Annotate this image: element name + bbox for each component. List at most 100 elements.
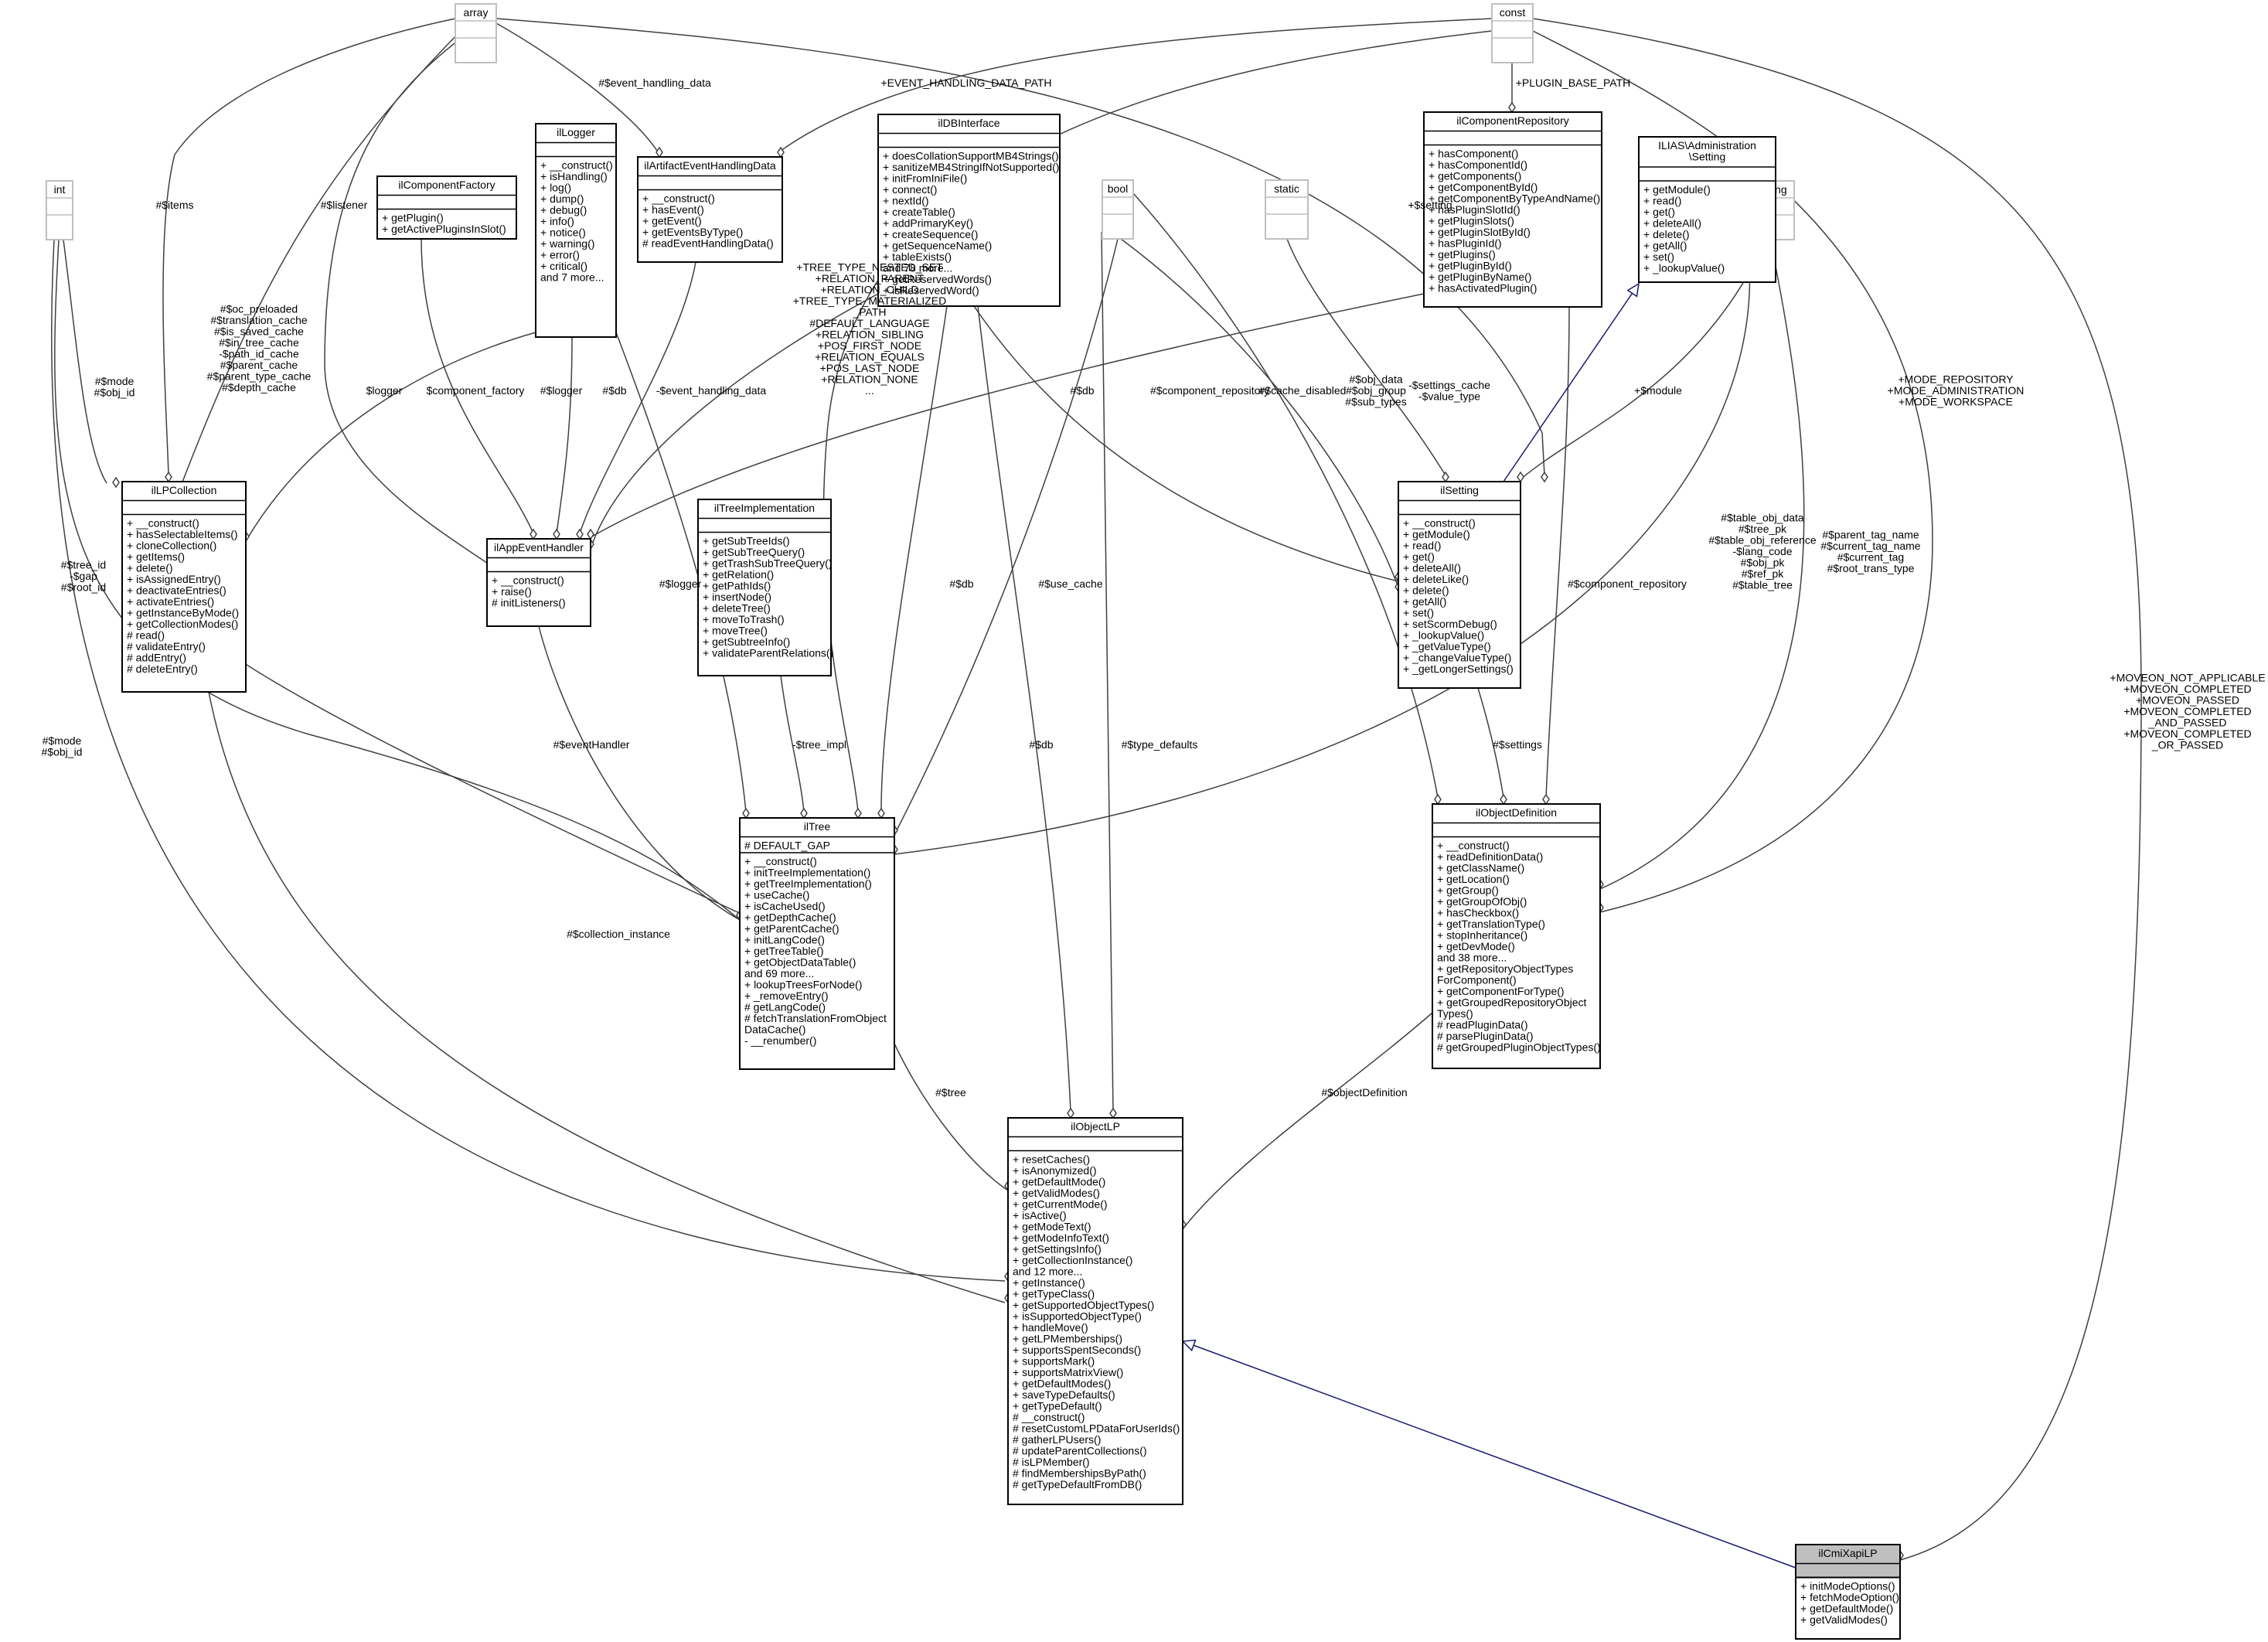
edge-label: #$obj_data [1349,373,1403,386]
class-method: + getItems() [127,550,185,563]
edge-label: +RELATION_PARENT [816,272,925,284]
edge-label: #$oc_preloaded [220,302,298,315]
class-method: + isSupportedObjectType() [1013,1310,1142,1323]
edge-component-factory [421,238,537,540]
edge-event-handling-data [495,22,663,158]
class-box-static[interactable]: static [1265,179,1309,240]
class-name: ilLogger [557,126,595,138]
class-method: + getGroupedRepositoryObject [1437,996,1586,1009]
class-box-il-artifact-event-handling-data[interactable]: ilArtifactEventHandlingData+ __construct… [637,156,783,263]
aggregation-diamond [1442,471,1449,483]
edge-event-path [777,18,1493,158]
class-box-il-object-lp[interactable]: ilObjectLP+ resetCaches()+ isAnonymized(… [1007,1117,1183,1505]
class-method: + getLocation() [1437,873,1510,885]
class-method: DataCache() [744,1024,805,1036]
edge-label: -$lang_code [1732,545,1792,557]
class-method: + warning() [540,237,594,250]
class-box-il-dbinterface[interactable]: ilDBInterface+ doesCollationSupportMB4St… [877,114,1061,307]
class-method: + getValidModes() [1013,1187,1100,1199]
class-method: + isReservedWord() [883,284,979,297]
class-name: ilSetting [1440,484,1479,496]
class-method: # getTypeDefaultFromDB() [1013,1478,1142,1490]
edge-label: _PATH [852,305,886,318]
class-box-int[interactable]: int [46,180,73,240]
edge-label: #$objectDefinition [1321,1086,1407,1099]
edge-label: #$current_tag [1837,550,1904,563]
class-method: + getTranslationType() [1437,918,1545,930]
aggregation-diamond [877,807,885,819]
edge-label: +RELATION_NONE [821,373,918,385]
class-name: ilObjectLP [1071,1120,1120,1133]
edge-label: #$logger [540,384,583,397]
edge-label: #$mode [43,734,82,747]
class-method: and 7 more... [540,271,604,284]
edge-line [1101,231,1114,1112]
class-method: # updateParentCollections() [1013,1445,1147,1457]
class-method: # read() [127,629,165,642]
class-method: + read() [1643,195,1681,207]
edge-line [538,625,741,921]
class-method: + resetCaches() [1013,1153,1090,1166]
class-box-il-object-definition[interactable]: ilObjectDefinition+ __construct()+ readD… [1432,803,1601,1069]
class-method: # getGroupedPluginObjectTypes() [1437,1041,1601,1054]
class-box-il-component-factory[interactable]: ilComponentFactory+ getPlugin()+ getActi… [376,175,517,240]
class-box-il-setting[interactable]: ilSetting+ __construct()+ getModule()+ r… [1398,481,1521,689]
class-method: + setScormDebug() [1403,618,1497,630]
class-method: + getTypeClass() [1013,1288,1095,1300]
class-method: + getSubTreeQuery() [703,546,805,558]
edge-label: #$translation_cache [210,314,308,326]
class-method: + getComponentByTypeAndName() [1429,192,1600,205]
class-box-array[interactable]: array [455,3,497,63]
class-box-il-cmi-xapi-lp[interactable]: ilCmiXapiLP+ initModeOptions()+ fetchMod… [1795,1544,1901,1640]
class-box-il-component-repository[interactable]: ilComponentRepository+ hasComponent()+ h… [1423,111,1602,308]
edge-plugin-base [1508,63,1516,114]
edge-label: +MODE_REPOSITORY [1898,373,2014,386]
aggregation-diamond [742,807,750,819]
class-box-il-app-event-handler[interactable]: ilAppEventHandler+ __construct()+ raise(… [486,538,591,627]
class-box-il-lpcollection[interactable]: ilLPCollection+ __construct()+ hasSelect… [121,481,247,693]
edge-line [822,30,1493,812]
edge-label: -$value_type [1418,390,1480,402]
edge-label: #$cache_disabled [1259,384,1347,397]
aggregation-diamond [1517,471,1524,483]
class-method: # __construct() [1013,1411,1085,1423]
class-box-il-logger[interactable]: ilLogger+ __construct()+ isHandling()+ l… [535,123,617,338]
edge-line [579,261,696,534]
class-box-const[interactable]: const [1491,3,1534,63]
class-name: static [1274,182,1299,195]
class-method: # readPluginData() [1437,1019,1528,1031]
class-box-il-tree-implementation[interactable]: ilTreeImplementation+ getSubTreeIds()+ g… [697,499,833,676]
class-method: + getTypeDefault() [1013,1400,1102,1412]
edge-label: #$items [155,199,193,211]
class-method: + getRelation() [703,568,774,581]
class-method: + hasActivatedPlugin() [1429,282,1537,295]
class-box-il-tree[interactable]: ilTree# DEFAULT_GAP+ __construct()+ init… [739,817,895,1070]
edge-line [977,305,1071,1112]
class-frame [637,156,783,263]
edge-line [1532,18,2142,1561]
edge-label: $component_factory [427,384,525,397]
class-method: + getObjectDataTable() [744,956,856,969]
class-method: # isLPMember() [1013,1456,1090,1468]
class-body [1795,1576,1901,1640]
edge-line [1599,239,1805,890]
class-method: + getEventsByType() [642,226,743,238]
class-method: + moveTree() [703,625,768,637]
class-method: + getDefaultModes() [1013,1378,1111,1390]
aggregation-diamond [165,471,172,483]
edge-label: #$db [949,577,973,590]
aggregation-diamond [553,528,560,540]
class-method: + getPlugins() [1429,248,1496,261]
edge-label: +RELATION_SIBLING [816,328,924,340]
class-method: + tableExists() [883,250,952,263]
class-method: + getActivePluginsInSlot() [382,223,506,235]
class-name: ILIAS\Administration [1658,139,1756,152]
class-box-setting[interactable]: ILIAS\Administration\Setting+ getModule(… [1638,136,1776,283]
class-frame [535,123,617,338]
edge-label: -$gap [70,570,97,582]
edge-label: #$component_repository [1150,384,1269,397]
class-method: + activateEntries() [127,595,214,608]
class-frame [376,175,517,240]
class-box-bool[interactable]: bool [1102,179,1134,240]
